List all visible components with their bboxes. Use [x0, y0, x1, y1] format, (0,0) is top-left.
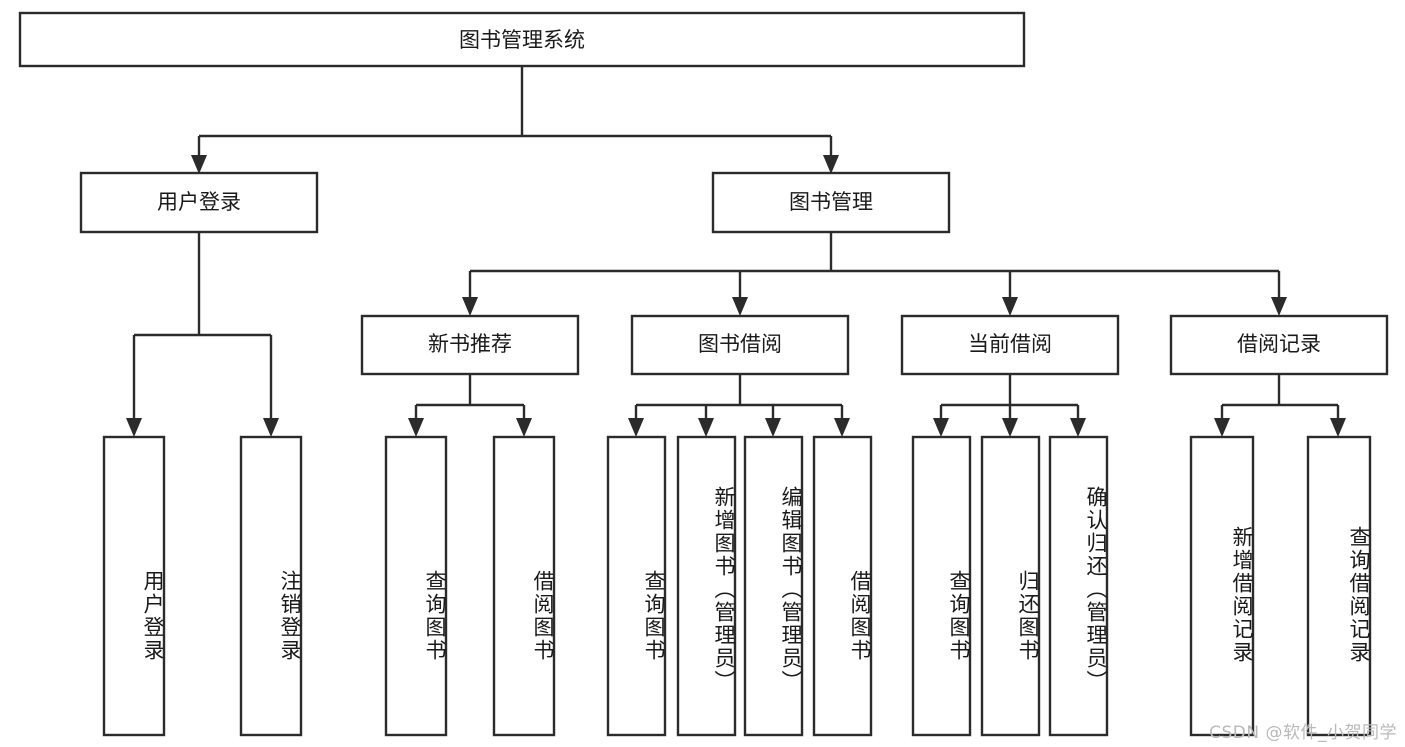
node-current-borrow[interactable]: 当前借阅	[900, 314, 1120, 376]
node-user-login-label: 用户登录	[157, 190, 241, 214]
leaf-box-borrowrecord-1[interactable]	[1189, 435, 1255, 737]
leaf-box-user-login-2[interactable]	[239, 435, 303, 737]
leaf-box-bookborrow-4[interactable]	[812, 435, 873, 737]
node-root-system[interactable]: 图书管理系统	[18, 11, 1026, 68]
leaf-box-currentborrow-3[interactable]	[1048, 435, 1109, 737]
node-current-borrow-label: 当前借阅	[968, 332, 1052, 356]
node-user-login[interactable]: 用户登录	[79, 171, 319, 234]
leaf-box-borrowrecord-2[interactable]	[1306, 435, 1372, 737]
connector-bookborrow-to-leaves	[628, 374, 850, 437]
leaf-box-newbook-2[interactable]	[492, 435, 556, 737]
node-borrow-record-label: 借阅记录	[1237, 332, 1321, 356]
node-new-book-recommend[interactable]: 新书推荐	[360, 314, 580, 376]
node-root-label: 图书管理系统	[459, 28, 585, 52]
node-book-management-label: 图书管理	[789, 190, 873, 214]
leaf-box-newbook-1[interactable]	[384, 435, 448, 737]
leaf-box-user-login-1[interactable]	[102, 435, 166, 737]
leaf-box-bookborrow-3[interactable]	[743, 435, 804, 737]
leaf-box-currentborrow-2[interactable]	[980, 435, 1041, 737]
node-book-borrow[interactable]: 图书借阅	[630, 314, 850, 376]
node-new-book-recommend-label: 新书推荐	[428, 332, 512, 356]
connector-borrowrecord-to-leaves	[1214, 374, 1346, 437]
leaf-box-bookborrow-1[interactable]	[606, 435, 667, 737]
node-book-management[interactable]: 图书管理	[711, 171, 951, 234]
node-borrow-record[interactable]: 借阅记录	[1169, 314, 1389, 376]
node-book-borrow-label: 图书借阅	[698, 332, 782, 356]
csdn-watermark: CSDN @软件_小贺同学	[1209, 723, 1397, 743]
connector-currentborrow-to-leaves	[933, 374, 1086, 437]
leaf-box-bookborrow-2[interactable]	[676, 435, 737, 737]
connector-root-to-level2	[191, 66, 839, 174]
connector-userlogin-to-leaves	[126, 232, 279, 437]
leaf-box-currentborrow-1[interactable]	[911, 435, 972, 737]
connector-newbook-to-leaves	[408, 374, 532, 437]
connector-bookmgmt-to-level3	[462, 232, 1287, 316]
